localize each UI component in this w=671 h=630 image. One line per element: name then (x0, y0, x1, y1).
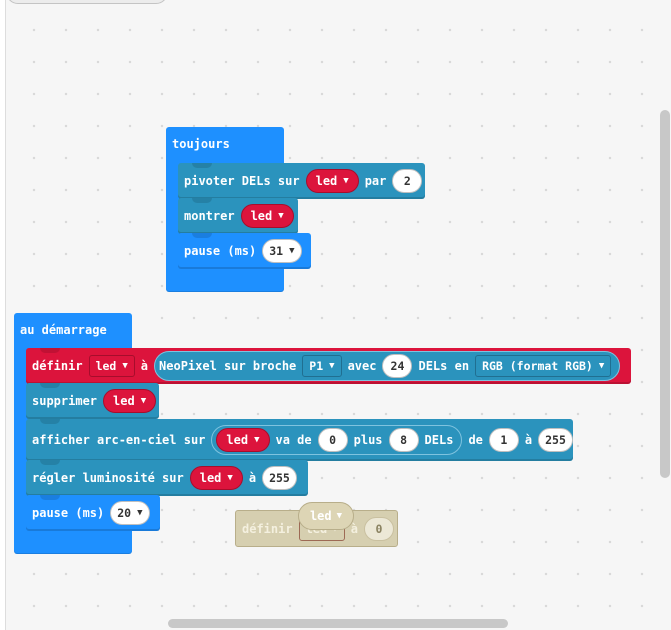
triangle-down-icon: ▼ (343, 176, 349, 186)
triangle-down-icon: ▼ (227, 473, 233, 483)
a-label: à (248, 471, 257, 485)
dels-en-label: DELs en (418, 359, 470, 373)
pin-dropdown[interactable]: P1▼ (302, 355, 342, 377)
neopixel-label: NeoPixel sur broche (159, 359, 297, 373)
on-start-title: au démarrage (20, 323, 107, 337)
led-variable-dropdown[interactable]: led▼ (240, 204, 294, 228)
ghost-a-label: à (350, 521, 358, 536)
ghost-define-label: définir (242, 521, 293, 536)
led-count-input[interactable]: 24 (382, 354, 413, 378)
pause-label: pause (ms) (184, 244, 257, 258)
triangle-down-icon: ▼ (598, 361, 605, 371)
va-de-label: va de (275, 433, 312, 447)
neopixel-create-block[interactable]: NeoPixel sur broche P1▼ avec 24 DELs en … (154, 351, 621, 381)
led-variable-dropdown[interactable]: led▼ (216, 428, 270, 452)
color-mode-dropdown[interactable]: RGB (format RGB)▼ (475, 355, 612, 377)
pause-block[interactable]: pause (ms) 20▼ (26, 495, 160, 531)
plus-label: plus (353, 433, 383, 447)
set-variable-block[interactable]: définir led▼ à NeoPixel sur broche P1▼ a… (26, 348, 631, 384)
brightness-value-input[interactable]: 255 (262, 466, 297, 490)
toolbox-edge (6, 0, 168, 4)
forever-title: toujours (172, 137, 230, 151)
ghost-value-input[interactable]: 0 (363, 516, 394, 541)
rotate-amount-input[interactable]: 2 (392, 169, 423, 193)
pause-duration-dropdown[interactable]: 31▼ (262, 239, 302, 263)
triangle-down-icon: ▼ (289, 246, 295, 256)
pause-block[interactable]: pause (ms) 31▼ (178, 233, 311, 269)
led-variable-dropdown[interactable]: led▼ (305, 169, 359, 193)
rotate-label: pivoter DELs sur (184, 174, 300, 188)
hue-start-input[interactable]: 1 (488, 428, 519, 452)
define-label: définir (32, 359, 83, 373)
de-label: de (468, 433, 483, 447)
led-variable-dropdown[interactable]: led▼ (189, 466, 243, 490)
triangle-down-icon: ▼ (122, 361, 128, 371)
hue-end-input[interactable]: 255 (538, 428, 573, 452)
brightness-label: régler luminosité sur (32, 471, 184, 485)
triangle-down-icon: ▼ (329, 361, 335, 371)
triangle-down-icon: ▼ (254, 435, 260, 445)
led-variable-dropdown[interactable]: led▼ (88, 355, 135, 377)
show-rainbow-block[interactable]: afficher arc-en-ciel sur led▼ va de 0 pl… (26, 419, 573, 461)
horizontal-scrollbar[interactable] (168, 619, 508, 628)
a-label: à (140, 359, 149, 373)
triangle-down-icon: ▼ (140, 396, 147, 406)
triangle-down-icon: ▼ (336, 511, 343, 521)
pause-label: pause (ms) (32, 506, 105, 520)
range-count-input[interactable]: 8 (388, 428, 419, 452)
rotate-leds-block[interactable]: pivoter DELs sur led▼ par 2 (178, 163, 425, 199)
show-block[interactable]: montrer led▼ (178, 198, 298, 234)
led-variable-dropdown[interactable]: led▼ (103, 389, 157, 413)
vertical-scrollbar[interactable] (660, 110, 670, 478)
triangle-down-icon: ▼ (137, 508, 143, 518)
set-brightness-block[interactable]: régler luminosité sur led▼ à 255 (26, 460, 308, 496)
clear-label: supprimer (32, 394, 98, 408)
show-label: montrer (184, 209, 235, 223)
par-label: par (364, 174, 387, 188)
triangle-down-icon: ▼ (278, 211, 284, 221)
a-label: à (524, 433, 533, 447)
blocks-workspace[interactable]: toujours pivoter DELs sur led▼ par 2 mon… (5, 0, 671, 630)
dragged-led-variable[interactable]: led▼ (298, 502, 354, 530)
range-from-input[interactable]: 0 (317, 428, 348, 452)
range-block[interactable]: led▼ va de 0 plus 8 DELs (211, 425, 463, 455)
clear-block[interactable]: supprimer led▼ (26, 383, 159, 419)
rainbow-label: afficher arc-en-ciel sur (32, 433, 206, 447)
avec-label: avec (347, 359, 377, 373)
pause-duration-dropdown[interactable]: 20▼ (110, 501, 150, 525)
dels-label: DELs (424, 433, 454, 447)
